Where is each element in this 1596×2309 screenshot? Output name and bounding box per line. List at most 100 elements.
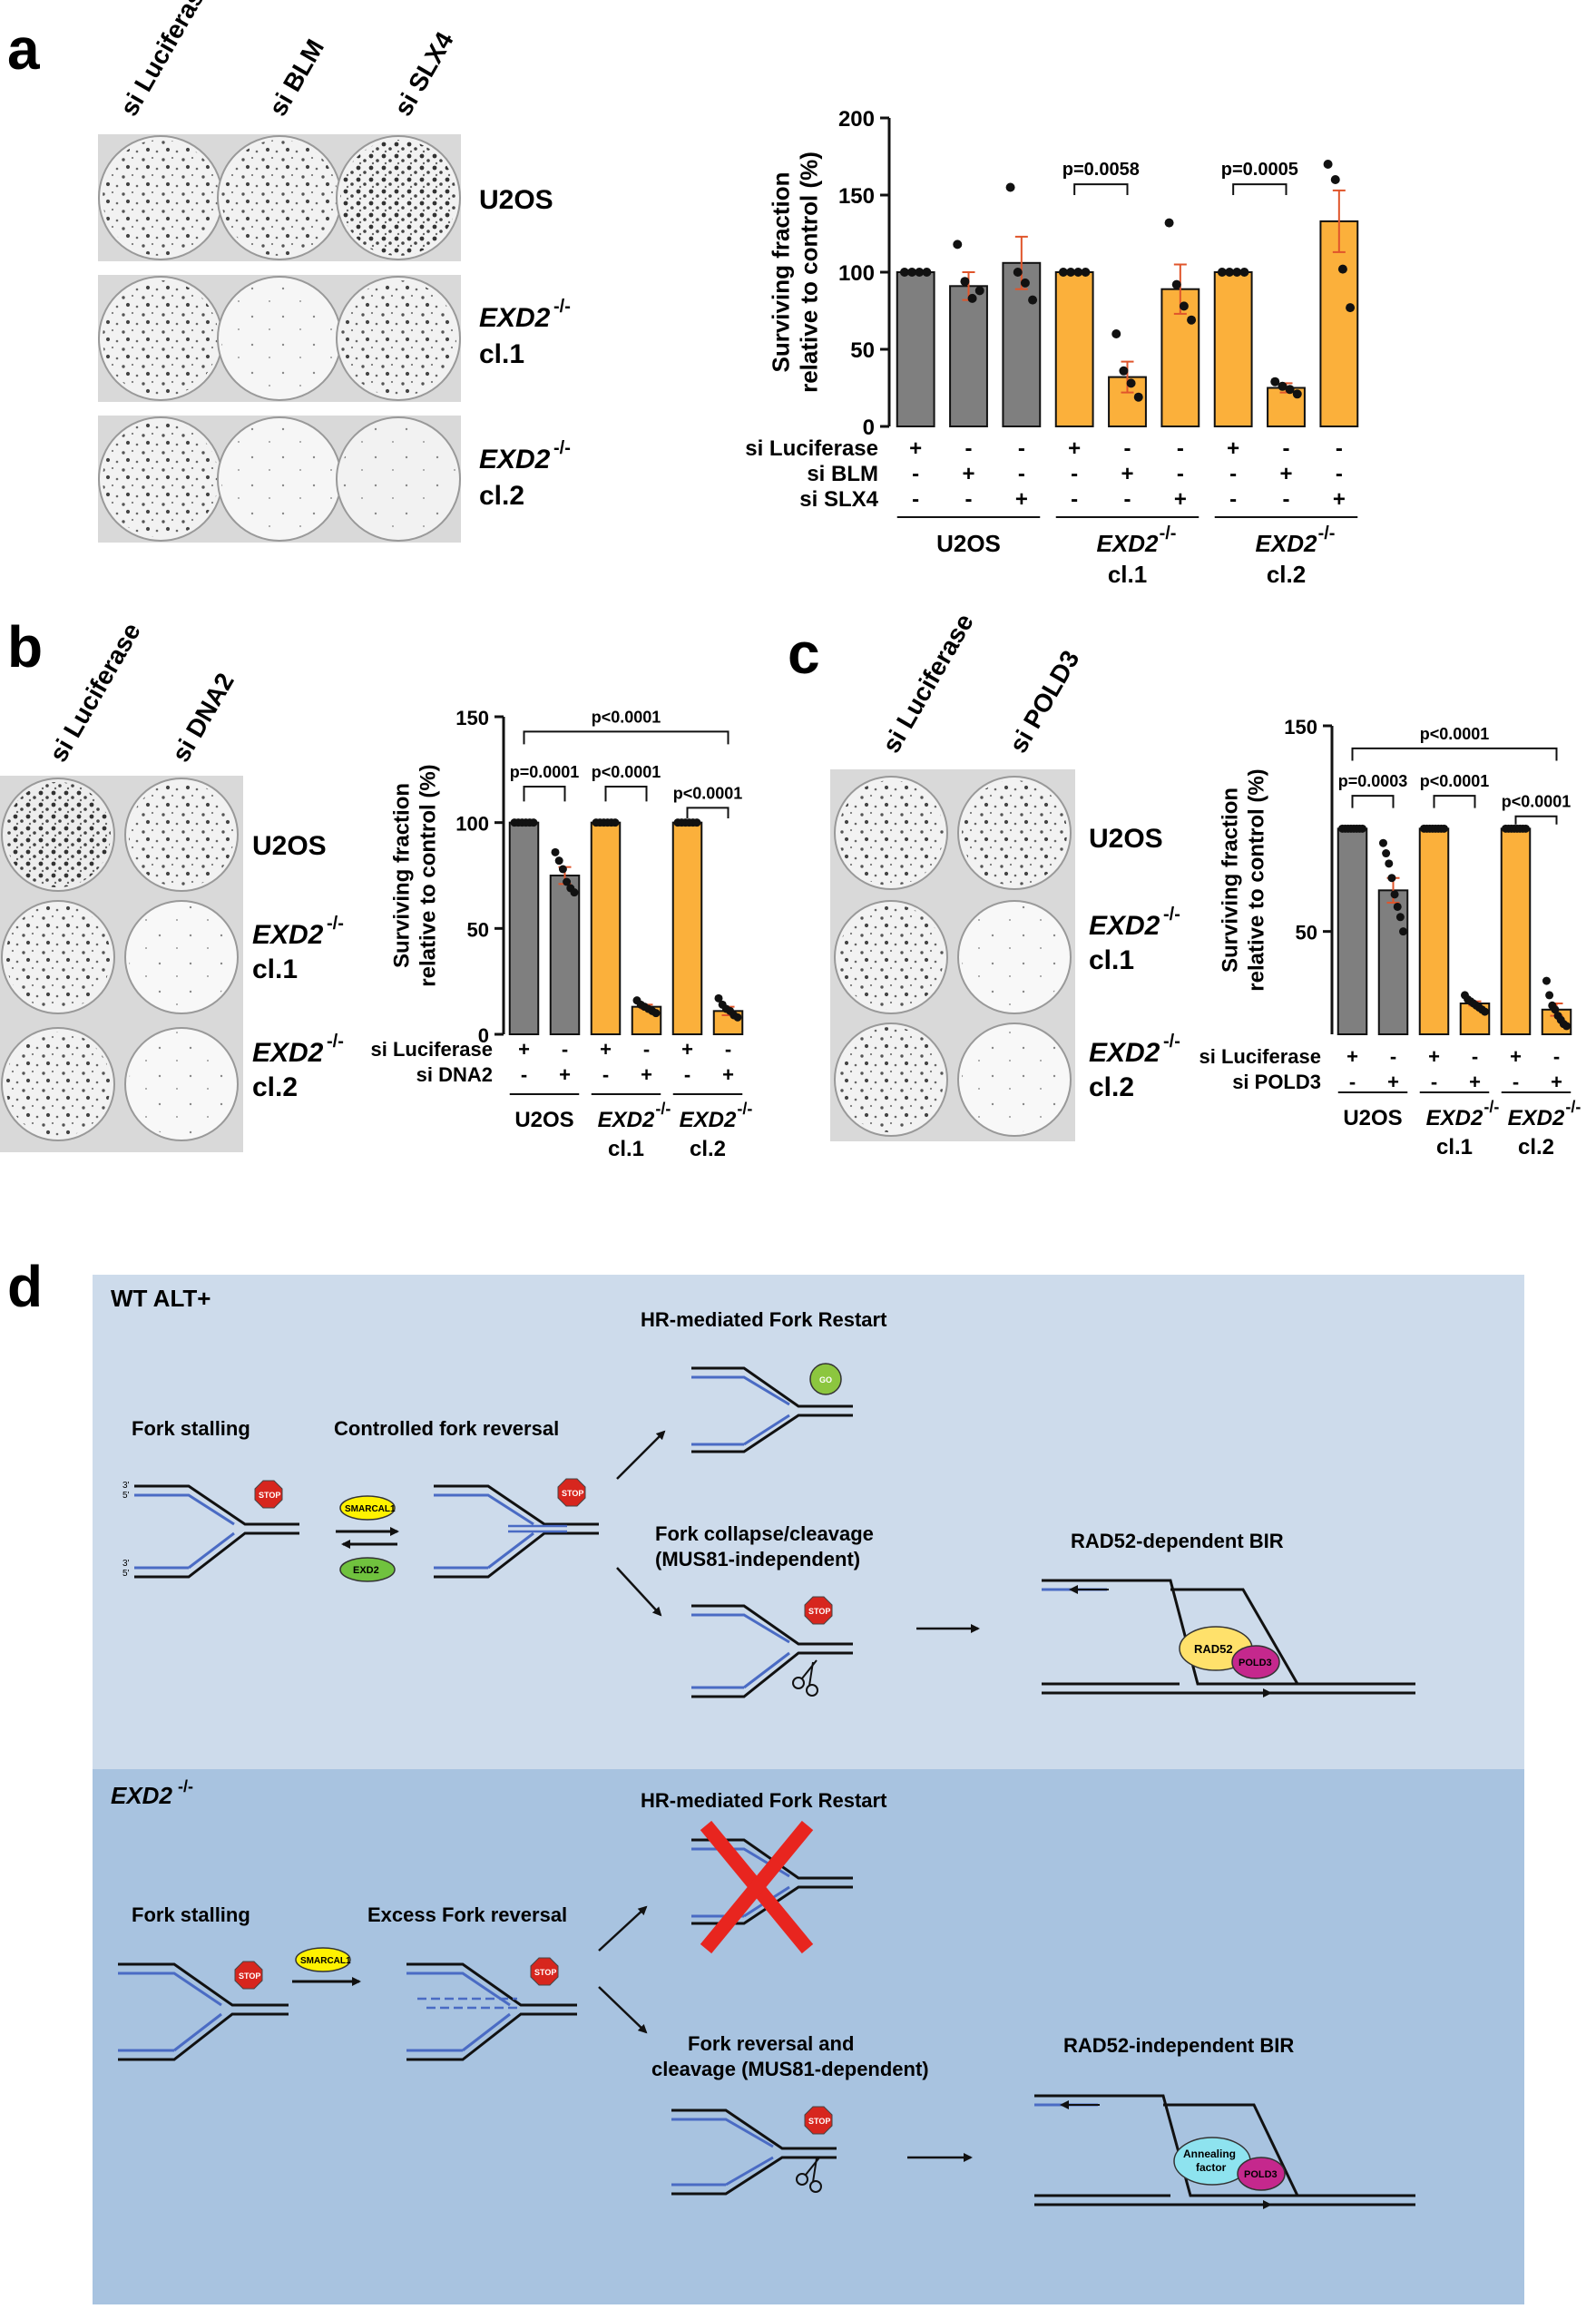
bar [949,285,988,427]
pathway-arrow [616,1430,666,1480]
group-label-sup: -/- [1160,523,1177,543]
condition-sign: - [965,487,973,512]
p-value-label: p=0.0058 [1062,160,1140,180]
data-point [1382,849,1391,858]
condition-sign: + [1279,462,1292,486]
colony-plate [957,1022,1072,1137]
data-point [1013,268,1023,277]
y-tick-label: 50 [850,338,875,363]
exd2-label: EXD2 [353,1565,379,1576]
step-label: Controlled fork reversal [334,1417,559,1440]
panel-b-plate-headers: si Luciferase si DNA2 [44,618,240,767]
condition-sign: - [684,1063,690,1086]
significance-bracket [1232,183,1288,195]
condition-label: si DNA2 [416,1063,493,1086]
colony-plate [336,416,461,542]
collapsed-fork-diagram: STOP [691,1596,853,1698]
data-point [1562,1022,1572,1031]
ko-title-sup: -/- [178,1777,193,1795]
strand-end-label: 5' [122,1491,130,1501]
row-label-sup: -/- [553,438,571,458]
data-point [554,856,563,866]
colony-plate [98,416,223,542]
condition-label: si BLM [807,462,878,486]
bir-diagram: RAD52 POLD3 [1042,1579,1415,1698]
group-label-clone: cl.1 [1108,561,1147,588]
row-label: EXD2 [479,303,551,333]
condition-sign: - [1229,487,1237,512]
exd2-protein [339,1557,396,1582]
panel-c-row-labels: U2OS EXD2 -/- cl.1 EXD2 -/- cl.2 [1089,824,1180,1102]
hr-restart-fork-diagram: GO [691,1363,853,1453]
condition-label: si SLX4 [799,487,878,512]
condition-sign: - [562,1038,568,1061]
plate-column-label: si Luciferase [44,618,145,767]
bar [1319,220,1359,427]
condition-sign: + [1551,1071,1562,1093]
stop-sign-text: STOP [239,1971,260,1981]
condition-sign: + [1121,462,1133,486]
data-point [1390,890,1399,899]
condition-sign: - [521,1063,527,1086]
data-point [922,268,932,277]
colony-plate [957,900,1072,1014]
data-point [529,818,538,827]
colony-plate [336,276,461,401]
data-point [1179,301,1189,311]
row-label: U2OS [479,185,553,215]
data-point [1028,295,1038,305]
panel-c-plate-headers: si Luciferase si POLD3 [876,609,1084,758]
significance-bracket [1514,815,1558,825]
annealing-label: factor [1196,2161,1227,2174]
y-tick-label: 0 [863,416,875,440]
wt-model-box: WT ALT+ Fork stalling Controlled fork re… [93,1275,1524,1769]
stop-sign-icon: STOP [254,1480,283,1509]
colony-plate [98,276,223,401]
colony-plate [1,1027,115,1141]
condition-sign: + [1227,436,1239,461]
group-label: EXD2 [680,1108,737,1132]
p-value-label: p=0.0005 [1221,160,1298,180]
p-value-label: p<0.0001 [673,784,743,802]
row-label: EXD2 [479,445,551,475]
row-label: EXD2 [1089,911,1160,941]
data-point [974,286,984,296]
condition-sign: + [559,1063,571,1086]
condition-label: si Luciferase [1199,1045,1321,1068]
y-axis-title: Surviving fractionrelative to control (%… [1219,768,1269,991]
bar [590,821,622,1036]
condition-sign: - [643,1038,650,1061]
bar [1418,827,1450,1035]
data-point [1337,264,1347,274]
condition-sign: - [725,1038,731,1061]
condition-sign: + [1015,487,1028,512]
pold3-label: POLD3 [1239,1658,1272,1668]
colony-plate [957,776,1072,890]
condition-sign: - [1349,1071,1356,1093]
exd2-ko-model-box: EXD2 -/- Fork stalling Excess Fork rever… [93,1769,1524,2304]
data-point [1225,268,1235,277]
data-point [1119,366,1129,376]
condition-sign: - [1513,1071,1519,1093]
condition-sign: - [1431,1071,1437,1093]
row-label: U2OS [1089,824,1163,854]
p-value-label: p<0.0001 [1502,793,1572,811]
significance-bracket [1073,183,1129,195]
group-label-sup: -/- [1318,523,1336,543]
step-label: Fork stalling [132,1417,250,1440]
row-label-sup: -/- [327,914,344,934]
row-label-clone: cl.1 [479,339,524,369]
data-point [558,865,567,874]
data-point [692,818,701,827]
condition-sign: - [912,487,919,512]
y-axis-title: Surviving fractionrelative to control (%… [390,764,441,986]
significance-bracket [1433,795,1476,808]
y-tick-label: 150 [1284,716,1317,739]
condition-label: si Luciferase [370,1038,493,1061]
p-value-label: p<0.0001 [592,708,661,726]
significance-bracket [1351,747,1558,761]
significance-bracket [604,786,648,802]
